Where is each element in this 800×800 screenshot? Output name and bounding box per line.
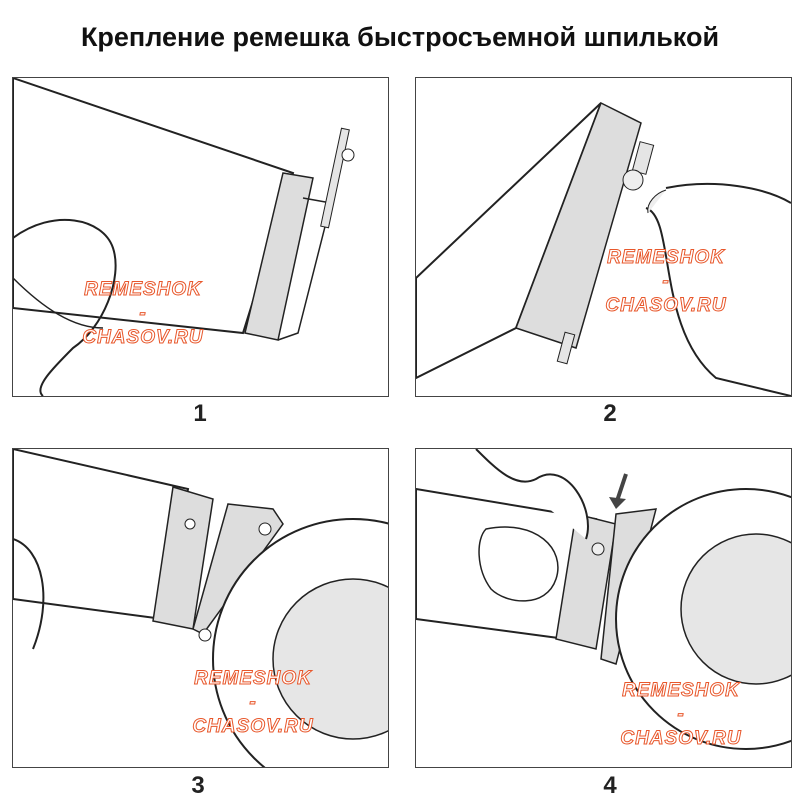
- watermark: REMESHOK - CHASOV.RU: [591, 679, 771, 751]
- step-number: 3: [191, 772, 205, 799]
- watermark-line: CHASOV.RU: [605, 295, 727, 317]
- watermark: REMESHOK - CHASOV.RU: [43, 278, 243, 350]
- strap-pin-illustration-3: [13, 449, 388, 767]
- page-title: Крепление ремешка быстросъемной шпилькой: [80, 22, 720, 52]
- step-number: 2: [603, 400, 617, 427]
- watermark-line: -: [139, 303, 147, 325]
- strap-pin-illustration-2: [416, 101, 791, 396]
- watermark-line: REMESHOK: [607, 247, 725, 269]
- watermark-line: CHASOV.RU: [82, 327, 204, 349]
- step-3-illustration: REMESHOK - CHASOV.RU: [12, 448, 389, 768]
- watermark-line: CHASOV.RU: [620, 728, 742, 750]
- watermark: REMESHOK - CHASOV.RU: [576, 246, 756, 318]
- watermark-line: -: [249, 692, 257, 714]
- watermark-line: CHASOV.RU: [192, 716, 314, 738]
- watermark-line: REMESHOK: [622, 680, 740, 702]
- watermark-line: -: [662, 271, 670, 293]
- watermark-line: -: [677, 704, 685, 726]
- watermark-line: REMESHOK: [194, 668, 312, 690]
- watermark-line: REMESHOK: [84, 279, 202, 301]
- step-4-illustration: REMESHOK - CHASOV.RU: [415, 448, 792, 768]
- watermark: REMESHOK - CHASOV.RU: [163, 667, 343, 739]
- step-number: 1: [193, 400, 207, 427]
- strap-pin-illustration-4: [416, 449, 791, 750]
- strap-pin-illustration-1: [13, 78, 355, 396]
- step-2-illustration: REMESHOK - CHASOV.RU: [415, 77, 792, 397]
- step-1-illustration: REMESHOK - CHASOV.RU: [12, 77, 389, 397]
- step-number: 4: [603, 772, 617, 799]
